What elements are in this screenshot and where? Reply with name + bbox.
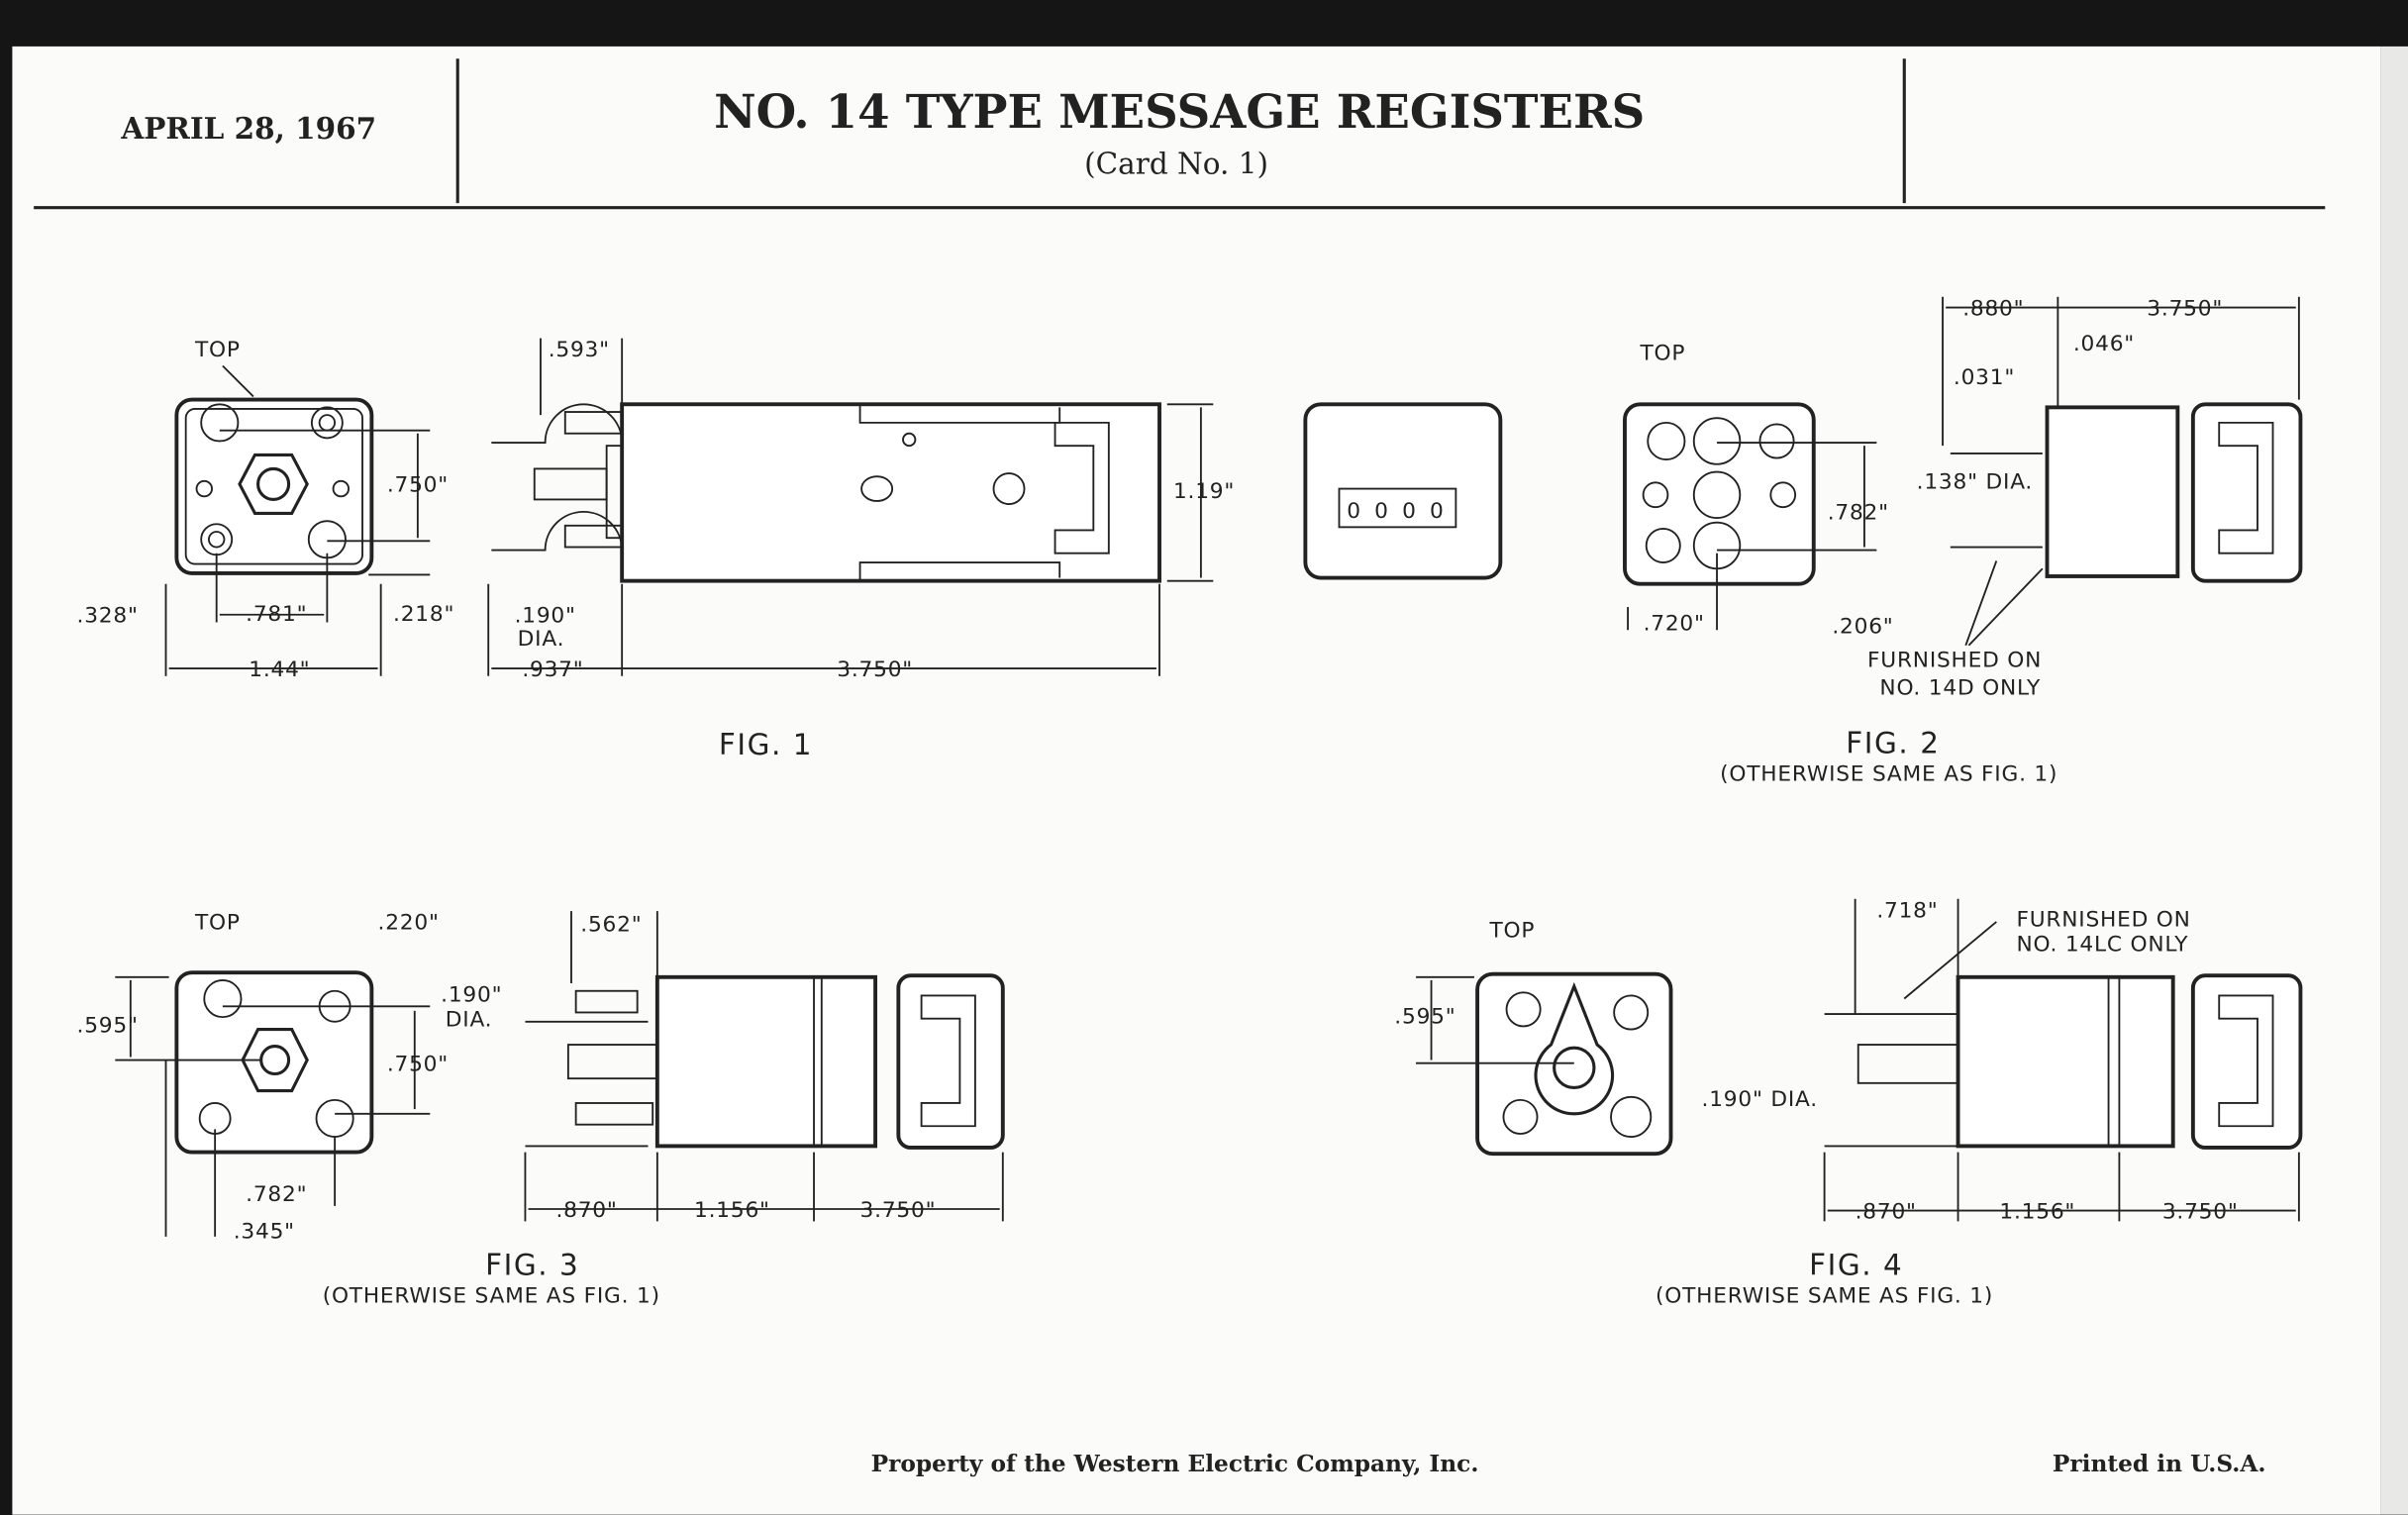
fig2-note: (OTHERWISE SAME AS FIG. 1) (1720, 761, 2057, 786)
fig4-furnished: NO. 14LC ONLY (2016, 932, 2188, 957)
fig3-dim: .562" (580, 912, 642, 937)
fig3-top-label: TOP (194, 911, 241, 936)
date: APRIL 28, 1967 (120, 111, 376, 146)
fig3-dim: .345" (234, 1219, 295, 1244)
fig3-drawing: TOP .220" .595" .190" DIA. .750" .782" .… (77, 911, 1005, 1309)
fig1-dim: .218" (393, 602, 454, 627)
fig2-dim: .031" (1954, 365, 2015, 390)
fig3-dim: 3.750" (860, 1198, 937, 1223)
fig2-dim: .880" (1962, 296, 2024, 321)
fig3-dim: .595" (77, 1014, 139, 1039)
counter-digit: 0 (1347, 499, 1361, 524)
fig1-caption: FIG. 1 (719, 728, 813, 761)
counter-digit: 0 (1430, 499, 1445, 524)
card-number: (Card No. 1) (1084, 148, 1268, 181)
fig1-dim: .750" (387, 473, 449, 498)
fig2-dim: .782" (1828, 501, 1889, 526)
fig3-dim: .220" (378, 911, 440, 936)
fig4-dim: .595" (1394, 1004, 1455, 1029)
fig1-dim: 3.750" (837, 657, 913, 682)
footer-property: Property of the Western Electric Company… (871, 1451, 1479, 1477)
fig2-dim: .046" (2073, 332, 2135, 356)
fig2-dim: 3.750" (2147, 296, 2223, 321)
fig4-note: (OTHERWISE SAME AS FIG. 1) (1656, 1284, 1993, 1309)
fig4-caption: FIG. 4 (1809, 1249, 1903, 1282)
fig3-dim: 1.156" (694, 1198, 770, 1223)
fig2-furnished: FURNISHED ON (1867, 648, 2042, 672)
fig1-dim: 1.44" (249, 657, 310, 682)
fig1-dim: .593" (549, 338, 610, 362)
header: APRIL 28, 1967 NO. 14 TYPE MESSAGE REGIS… (34, 58, 2326, 210)
fig4-dim: 1.156" (1999, 1199, 2075, 1224)
fig1-drawing: TOP .750" .218" .328" .781" 1.44" .593" … (77, 338, 1503, 761)
fig4-drawing: TOP .595" .718" FURNISHED ON NO. 14LC ON… (1394, 898, 2303, 1309)
fig2-dim: .138" DIA. (1917, 470, 2033, 495)
fig1-dim: .190" (515, 604, 576, 629)
fig3-caption: FIG. 3 (485, 1249, 579, 1282)
fig3-dim: .782" (246, 1182, 307, 1207)
fig2-dim: .206" (1832, 614, 1893, 639)
fig2-drawing: TOP .782" .720" .206" .880" 3.750" .046"… (1623, 296, 2303, 786)
fig2-caption: FIG. 2 (1846, 726, 1940, 759)
fig4-dim: 3.750" (2162, 1199, 2239, 1224)
fig4-dim: .190" DIA. (1702, 1087, 1818, 1112)
fig2-top-label: TOP (1639, 341, 1685, 365)
fig3-dim: .870" (555, 1198, 617, 1223)
fig3-note: (OTHERWISE SAME AS FIG. 1) (323, 1284, 660, 1309)
fig2-furnished: NO. 14D ONLY (1879, 675, 2041, 700)
fig4-furnished: FURNISHED ON (2016, 908, 2190, 933)
card-paper (12, 46, 2381, 1515)
fig4-top-label: TOP (1488, 918, 1535, 943)
fig1-dim: .328" (77, 604, 139, 629)
footer-printed: Printed in U.S.A. (2053, 1451, 2266, 1477)
fig1-top-label: TOP (194, 338, 241, 362)
fig1-dim: DIA. (518, 627, 565, 652)
fig1-dim: 1.19" (1173, 479, 1235, 504)
fig4-dim: .718" (1876, 898, 1938, 923)
fig4-dim: .870" (1856, 1199, 1917, 1224)
fig3-dim: .750" (387, 1052, 449, 1076)
counter-digit: 0 (1402, 499, 1417, 524)
fig2-dim: .720" (1644, 611, 1705, 636)
page-title: NO. 14 TYPE MESSAGE REGISTERS (714, 84, 1645, 139)
counter-digit: 0 (1374, 499, 1389, 524)
fig3-dim: DIA. (446, 1007, 493, 1032)
fig1-dim: .937" (522, 657, 583, 682)
fig3-dim: .190" (441, 983, 502, 1008)
fig1-dim: .781" (246, 602, 307, 627)
